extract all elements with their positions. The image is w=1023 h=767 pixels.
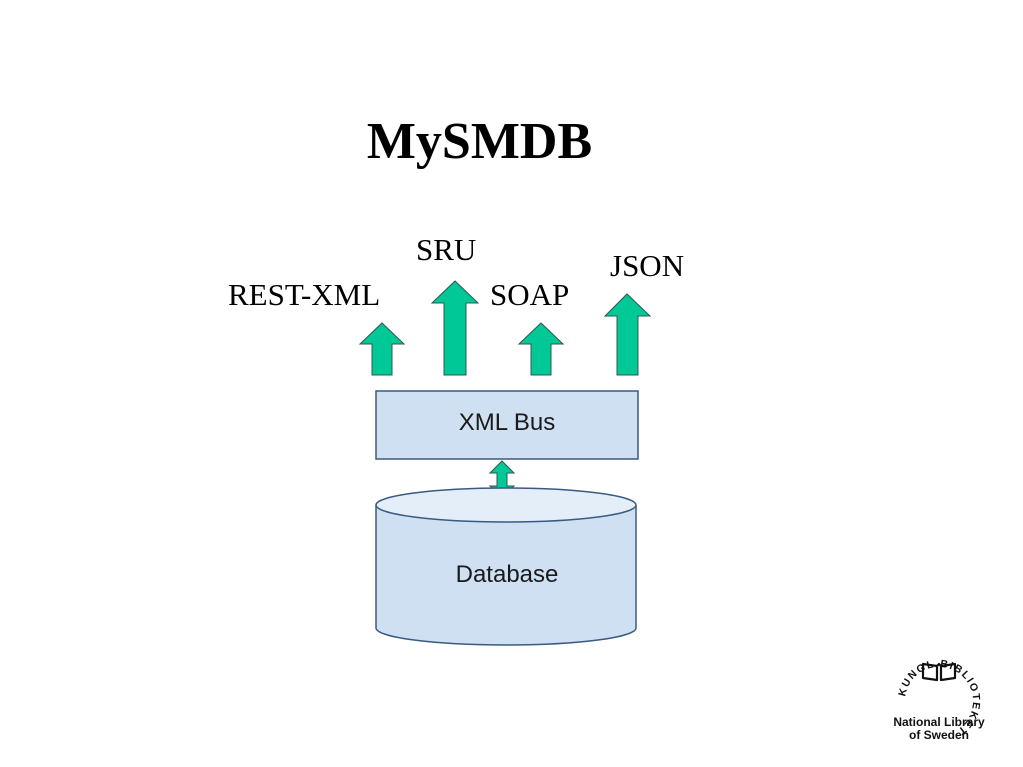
soap-label: SOAP — [490, 277, 570, 312]
xml-bus-box — [375, 390, 639, 460]
rest-xml-arrow — [358, 322, 406, 376]
logo-caption-line2: of Sweden — [908, 728, 969, 742]
database-cylinder — [375, 487, 637, 646]
book-icon — [921, 662, 957, 682]
soap-arrow — [517, 322, 565, 376]
database-label: Database — [455, 561, 559, 588]
json-label: JSON — [610, 248, 685, 283]
logo-caption-line1: National Library — [893, 715, 985, 729]
json-arrow — [603, 293, 652, 376]
xml-bus-label: XML Bus — [458, 409, 556, 436]
sru-arrow — [430, 280, 480, 376]
slide-title: MySMDB — [366, 113, 593, 170]
national-library-logo: KUNGL.BIBLIOTEKET — [896, 658, 980, 738]
rest-xml-label: REST-XML — [228, 277, 381, 312]
sru-label: SRU — [416, 232, 477, 267]
